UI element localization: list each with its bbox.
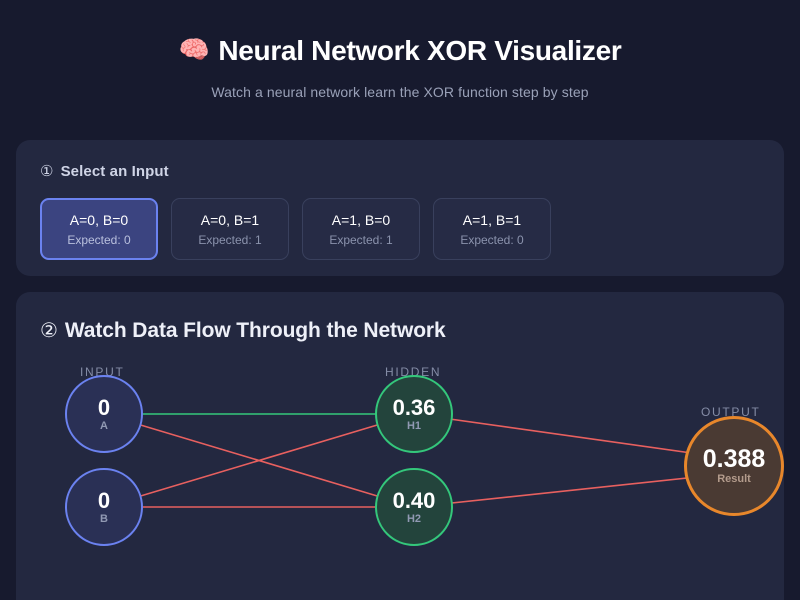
- network-edges: [103, 413, 735, 508]
- node-value: 0.40: [392, 487, 436, 513]
- input-option-label: A=1, B=0: [331, 211, 391, 228]
- input-option-a1b1[interactable]: A=1, B=1 Expected: 0: [433, 198, 551, 260]
- node-value: 0: [97, 394, 111, 420]
- input-section-title: ① Select an Input: [40, 162, 760, 181]
- node-label: B: [100, 512, 108, 525]
- node-hidden-h1[interactable]: 0.36 H1: [375, 375, 453, 453]
- node-input-a[interactable]: 0 A: [65, 375, 143, 453]
- node-value: 0: [97, 487, 111, 513]
- input-option-label: A=0, B=1: [200, 211, 260, 228]
- input-option-expected: Expected: 1: [198, 232, 262, 247]
- input-selection-card: ① Select an Input A=0, B=0 Expected: 0 A…: [16, 140, 784, 276]
- layer-label-output: OUTPUT: [701, 405, 761, 419]
- node-label: H1: [406, 419, 422, 432]
- input-option-expected: Expected: 0: [67, 232, 131, 247]
- edge-h1-output: [413, 413, 735, 460]
- input-option-a0b1[interactable]: A=0, B=1 Expected: 1: [171, 198, 289, 260]
- brain-icon: 🧠: [178, 36, 210, 65]
- node-label: H2: [406, 512, 422, 525]
- network-diagram: INPUT HIDDEN OUTPUT 0 A: [40, 365, 784, 600]
- node-input-b[interactable]: 0 B: [65, 468, 143, 546]
- node-hidden-h2[interactable]: 0.40 H2: [375, 468, 453, 546]
- page-title-text: Neural Network XOR Visualizer: [218, 35, 622, 66]
- step-one-badge: ①: [40, 163, 54, 180]
- input-option-expected: Expected: 1: [329, 232, 393, 247]
- input-section-title-text: Select an Input: [60, 162, 169, 180]
- edge-b-h1: [103, 413, 415, 508]
- page-subtitle: Watch a neural network learn the XOR fun…: [211, 83, 589, 100]
- input-options-list: A=0, B=0 Expected: 0 A=0, B=1 Expected: …: [40, 198, 760, 260]
- input-option-a1b0[interactable]: A=1, B=0 Expected: 1: [302, 198, 420, 260]
- edge-h2-output: [413, 472, 735, 508]
- node-output-result[interactable]: 0.388 Result: [684, 416, 784, 516]
- layer-label-hidden: HIDDEN: [385, 365, 442, 379]
- page-title: 🧠 Neural Network XOR Visualizer: [0, 34, 800, 68]
- input-option-expected: Expected: 0: [460, 232, 524, 247]
- input-option-label: A=1, B=1: [462, 211, 522, 228]
- node-label: A: [100, 419, 108, 432]
- node-label: Result: [717, 473, 751, 485]
- input-option-label: A=0, B=0: [69, 211, 129, 228]
- node-value: 0.36: [392, 394, 436, 420]
- network-card: ② Watch Data Flow Through the Network IN…: [16, 292, 784, 600]
- page-header: 🧠 Neural Network XOR Visualizer Watch a …: [0, 0, 800, 100]
- node-value: 0.388: [702, 445, 766, 473]
- input-option-a0b0[interactable]: A=0, B=0 Expected: 0: [40, 198, 158, 260]
- network-section-title-text: Watch Data Flow Through the Network: [64, 318, 446, 342]
- network-section-title: ② Watch Data Flow Through the Network: [40, 318, 760, 343]
- step-two-badge: ②: [40, 320, 58, 342]
